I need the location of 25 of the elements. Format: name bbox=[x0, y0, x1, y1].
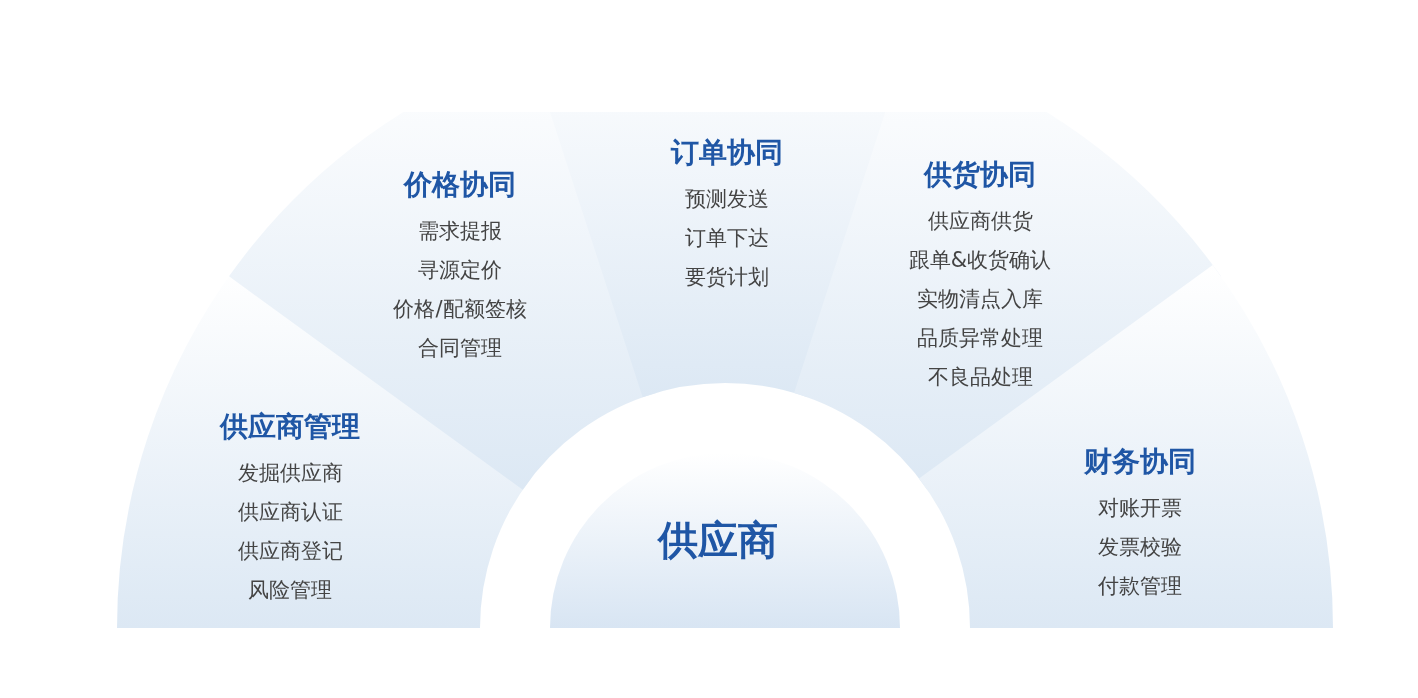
section-heading: 财务协同 bbox=[1084, 444, 1196, 480]
list-item: 品质异常处理 bbox=[917, 325, 1043, 352]
list-item: 对账开票 bbox=[1098, 495, 1182, 522]
list-item: 预测发送 bbox=[685, 186, 769, 213]
list-item: 供应商供货 bbox=[927, 208, 1033, 235]
section-heading: 价格协同 bbox=[404, 167, 516, 203]
list-item: 供应商认证 bbox=[237, 499, 343, 526]
list-item: 发掘供应商 bbox=[237, 460, 343, 487]
list-item: 实物清点入库 bbox=[917, 286, 1043, 313]
list-item: 寻源定价 bbox=[418, 257, 502, 284]
list-item: 需求提报 bbox=[418, 218, 502, 245]
section-heading: 供应商管理 bbox=[220, 409, 360, 445]
list-item: 风险管理 bbox=[248, 577, 332, 604]
list-item: 价格/配额签核 bbox=[393, 296, 527, 323]
section-heading: 订单协同 bbox=[671, 135, 783, 171]
list-item: 要货计划 bbox=[685, 264, 769, 291]
list-item: 付款管理 bbox=[1098, 573, 1182, 600]
center-title: 供应商 bbox=[658, 516, 778, 565]
list-item: 不良品处理 bbox=[927, 364, 1033, 391]
list-item: 合同管理 bbox=[418, 335, 502, 362]
list-item: 订单下达 bbox=[685, 225, 769, 252]
list-item: 供应商登记 bbox=[237, 538, 343, 565]
list-item: 跟单&收货确认 bbox=[908, 247, 1052, 274]
section-heading: 供货协同 bbox=[924, 157, 1036, 193]
list-item: 发票校验 bbox=[1098, 534, 1182, 561]
